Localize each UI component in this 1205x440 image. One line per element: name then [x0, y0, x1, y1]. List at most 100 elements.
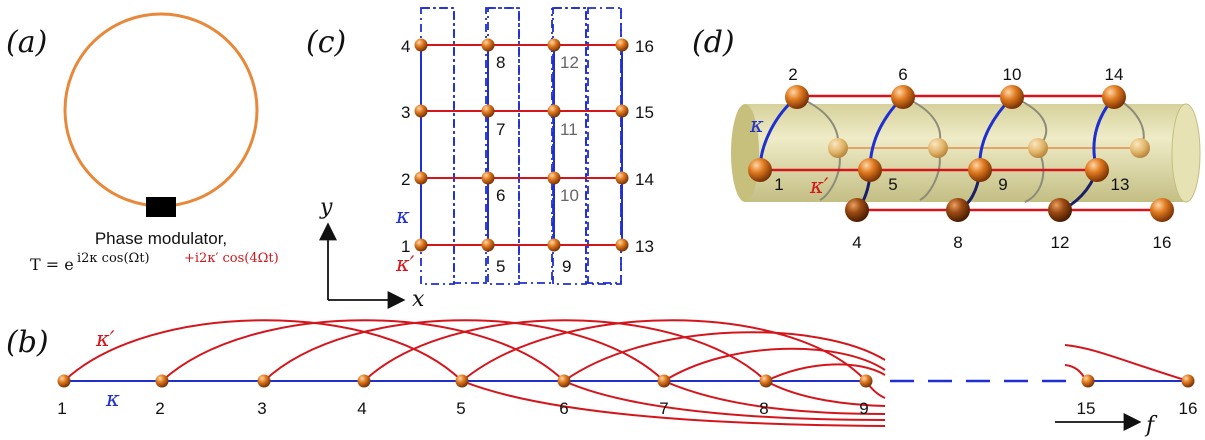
chain-node [1081, 374, 1095, 388]
chain-label: 3 [257, 399, 266, 418]
helix-node [828, 138, 848, 158]
grid-label: 12 [560, 53, 579, 72]
chain-node [357, 374, 371, 388]
helix-label: 8 [953, 233, 962, 252]
grid-node-labels: 1 2 3 4 5 6 7 8 9 10 11 12 13 14 15 16 [401, 37, 654, 276]
helix-label: 16 [1153, 233, 1172, 252]
grid-node [547, 104, 561, 118]
chain-nodes [57, 374, 1195, 388]
grid-label: 7 [496, 120, 505, 139]
chain-node [455, 374, 469, 388]
grid-node [547, 171, 561, 185]
helix-node [1048, 198, 1072, 222]
grid-node [615, 104, 629, 118]
chain-node [557, 374, 571, 388]
grid-node [547, 38, 561, 52]
vertical-couplings [420, 45, 623, 245]
panel-b: (b) [6, 319, 1197, 438]
helix-node [1102, 85, 1126, 109]
chain-label: 9 [859, 399, 868, 418]
kappa-prime-rows [760, 94, 1162, 212]
chain-label: 2 [155, 399, 164, 418]
helix-label: 1 [774, 175, 783, 194]
grid-label: 10 [560, 186, 579, 205]
grid-node [481, 171, 495, 185]
grid-node [481, 104, 495, 118]
helix-label: 13 [1111, 175, 1130, 194]
helix-node [1085, 158, 1109, 182]
grid-node [414, 238, 428, 252]
panel-c: (c) [306, 7, 654, 312]
chain-node [57, 374, 71, 388]
grid-node [481, 238, 495, 252]
helix-node [748, 158, 772, 182]
dashed-groups [422, 7, 622, 284]
helix-node [1000, 85, 1024, 109]
helix-node [1130, 138, 1150, 158]
grid-label: 15 [635, 103, 654, 122]
grid-node [615, 238, 629, 252]
grid-node [615, 38, 629, 52]
chain-label: 1 [57, 399, 66, 418]
chain-node-labels: 1 2 3 4 5 6 7 8 9 15 16 [57, 399, 1197, 418]
chain-label: 6 [559, 399, 568, 418]
panel-d-label: (d) [692, 25, 735, 60]
helix-node [785, 85, 809, 109]
kappa-prime-label: κ′ [395, 252, 415, 276]
helix-node [928, 138, 948, 158]
kappa-label: κ [105, 387, 120, 411]
panel-a-label: (a) [6, 25, 47, 60]
grid-label: 11 [560, 120, 578, 139]
helix-node [968, 158, 992, 182]
dashed-boxes [420, 7, 622, 285]
cylinder [731, 103, 1201, 203]
helix-node [845, 198, 869, 222]
panel-b-label: (b) [6, 325, 49, 360]
kappa-label: κ [749, 113, 764, 137]
grid-label: 2 [401, 170, 410, 189]
helix-front-nodes [748, 85, 1174, 222]
kappa-label: κ [395, 204, 410, 228]
helix-node [858, 158, 882, 182]
chain-node [155, 374, 169, 388]
grid-label: 9 [562, 257, 571, 276]
grid-label: 5 [496, 257, 505, 276]
chain-node [859, 374, 873, 388]
phase-modulator-block [146, 197, 176, 217]
grid-node [547, 238, 561, 252]
grid-label: 4 [401, 37, 410, 56]
chain-node [759, 374, 773, 388]
grid-label: 14 [635, 170, 654, 189]
formula-exp-black: i2κ cos(Ωt) [77, 251, 150, 266]
kappa-prime-arcs-lower [461, 380, 886, 427]
grid-node [414, 104, 428, 118]
helix-label: 14 [1105, 65, 1124, 84]
x-axis-label: x [412, 287, 425, 312]
frequency-axis-label: f [1144, 413, 1158, 438]
helix-label: 4 [852, 233, 861, 252]
chain-node [257, 374, 271, 388]
helix-label: 5 [888, 175, 897, 194]
grid-node [414, 171, 428, 185]
grid-label: 13 [635, 237, 654, 256]
panel-c-label: (c) [306, 25, 346, 60]
modulator-caption: Phase modulator, [95, 229, 227, 248]
helix-node [891, 85, 915, 109]
grid-node [481, 38, 495, 52]
chain-label: 8 [759, 399, 768, 418]
grid-node [414, 38, 428, 52]
chain-node [1181, 374, 1195, 388]
kappa-prime-label: κ′ [809, 174, 829, 198]
horizontal-couplings [421, 44, 622, 246]
helix-label: 12 [1051, 233, 1070, 252]
helix-node [1150, 198, 1174, 222]
grid-label: 8 [496, 53, 505, 72]
grid-label: 16 [635, 37, 654, 56]
chain-label: 4 [357, 399, 366, 418]
helix-node [946, 198, 970, 222]
formula-T: T = e [30, 255, 74, 274]
formula-exp-red: +i2κ′ cos(4Ωt) [184, 251, 279, 266]
middle-back-nodes [828, 138, 1150, 158]
grid-label: 6 [496, 186, 505, 205]
